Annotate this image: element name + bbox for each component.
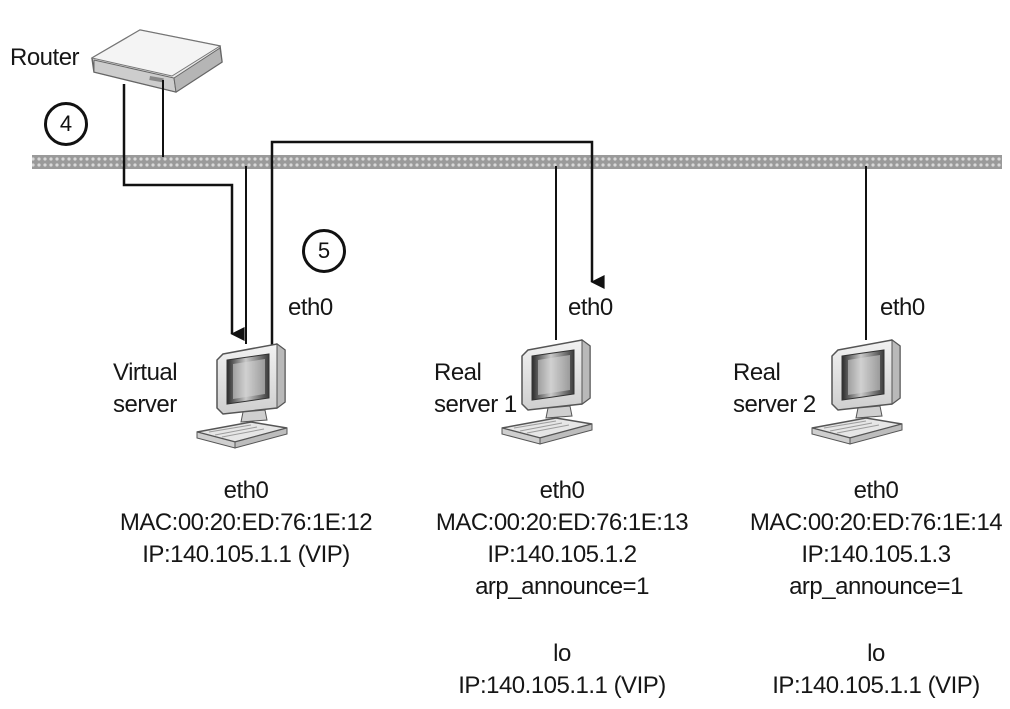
virtual-server-interface: eth0 bbox=[224, 477, 269, 505]
real-server-1-lo-label: lo bbox=[553, 640, 571, 668]
path-4-arrow bbox=[124, 84, 232, 334]
real-server-1-arp-setting: arp_announce=1 bbox=[475, 573, 649, 601]
real-server-2-mac: MAC:00:20:ED:76:1E:14 bbox=[750, 509, 1002, 537]
virtual-server-mac: MAC:00:20:ED:76:1E:12 bbox=[120, 509, 372, 537]
step-5-badge: 5 bbox=[302, 229, 346, 273]
real-server-2-name-line2: server 2 bbox=[733, 391, 816, 419]
step-4-badge: 4 bbox=[44, 102, 88, 146]
router-label: Router bbox=[10, 44, 79, 72]
virtual-server-name-line2: server bbox=[113, 391, 177, 419]
real-server-2-lo-label: lo bbox=[867, 640, 885, 668]
network-bus bbox=[32, 155, 1002, 169]
real-server-2-computer-icon bbox=[812, 340, 902, 444]
real-server-2-ip: IP:140.105.1.3 bbox=[801, 541, 950, 569]
real-server-1-name-line1: Real bbox=[434, 359, 481, 387]
virtual-server-name-line1: Virtual bbox=[113, 359, 177, 387]
virtual-server-ip: IP:140.105.1.1 (VIP) bbox=[142, 541, 349, 569]
real-server-2-interface: eth0 bbox=[854, 477, 899, 505]
real-server-1-interface: eth0 bbox=[540, 477, 585, 505]
real-server-2-name-line1: Real bbox=[733, 359, 780, 387]
virtual-server-eth0-top-label: eth0 bbox=[288, 294, 333, 322]
real-server-2-arp-setting: arp_announce=1 bbox=[789, 573, 963, 601]
real-server-1-lo-ip: IP:140.105.1.1 (VIP) bbox=[458, 672, 665, 700]
real-server-1-ip: IP:140.105.1.2 bbox=[487, 541, 636, 569]
real-server-2-lo-ip: IP:140.105.1.1 (VIP) bbox=[772, 672, 979, 700]
real-server-1-name-line2: server 1 bbox=[434, 391, 517, 419]
real-server-1-eth0-top-label: eth0 bbox=[568, 294, 613, 322]
real-server-1-mac: MAC:00:20:ED:76:1E:13 bbox=[436, 509, 688, 537]
real-server-2-eth0-top-label: eth0 bbox=[880, 294, 925, 322]
router-icon bbox=[92, 30, 222, 92]
virtual-server-computer-icon bbox=[197, 344, 287, 448]
